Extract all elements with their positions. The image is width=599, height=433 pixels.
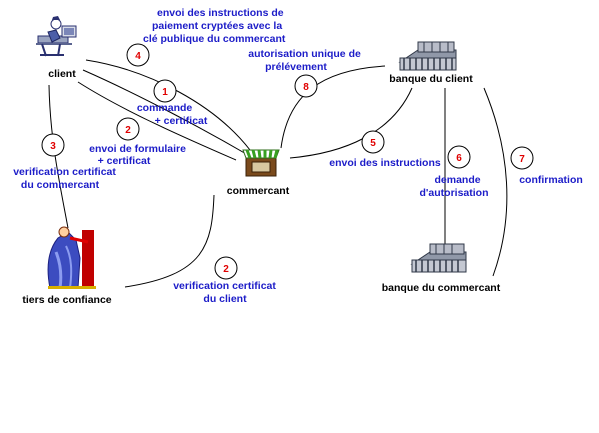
banque-commercant-node: banque du commercant bbox=[382, 243, 501, 294]
step-1-marker: 1 bbox=[153, 79, 177, 103]
edge-banque-client-banque-commercant-7 bbox=[483, 87, 508, 277]
step-2a-label: envoi de formulaire + certificat bbox=[89, 143, 189, 167]
step-7-label: confirmation bbox=[519, 174, 583, 186]
step-labels: envoi des instructions de paiement crypt… bbox=[13, 7, 583, 305]
banque-client-node: banque du client bbox=[389, 41, 473, 85]
step-2a-label-line-1: envoi de formulaire bbox=[89, 143, 186, 155]
banque-commercant-label: banque du commercant bbox=[382, 282, 501, 294]
step-6-label-line-1: demande bbox=[434, 174, 480, 186]
step-5-marker: 5 bbox=[361, 130, 385, 154]
step-2b-marker: 2 bbox=[214, 256, 238, 280]
step-5-label: envoi des instructions bbox=[329, 157, 441, 169]
step-2b-number: 2 bbox=[223, 264, 229, 275]
step-2b-label: verification certificat du client bbox=[173, 280, 279, 305]
step-2a-marker: 2 bbox=[116, 117, 140, 141]
step-6-marker: 6 bbox=[447, 145, 471, 169]
step-6-label-line-2: d'autorisation bbox=[420, 187, 489, 199]
step-8-number: 8 bbox=[303, 82, 309, 93]
step-1-number: 1 bbox=[162, 87, 168, 98]
step-8-label-line-2: prélévement bbox=[265, 61, 327, 73]
shop-icon bbox=[242, 149, 280, 177]
step-7-number: 7 bbox=[519, 154, 525, 165]
step-4-marker: 4 bbox=[126, 43, 150, 67]
step-4-label-line-2: paiement cryptées avec la bbox=[152, 20, 282, 32]
commercant-node: commercant bbox=[227, 149, 290, 197]
trusted-third-party-icon bbox=[47, 226, 96, 289]
step-8-label-line-1: autorisation unique de bbox=[248, 48, 361, 60]
step-5-label-line-1: envoi des instructions bbox=[329, 157, 441, 169]
commercant-label: commercant bbox=[227, 185, 290, 197]
step-3-label-line-2: du commercant bbox=[21, 179, 100, 191]
client-label: client bbox=[48, 68, 76, 80]
step-2b-label-line-1: verification certificat bbox=[173, 280, 276, 292]
step-4-label-line-3: clé publique du commercant bbox=[143, 33, 286, 45]
client-node: client bbox=[36, 16, 77, 80]
bank-building-icon bbox=[398, 41, 457, 71]
edge-client-commercant-1 bbox=[82, 69, 249, 156]
step-1-label: commande + certificat bbox=[137, 102, 208, 127]
step-2a-label-line-2: + certificat bbox=[98, 155, 151, 167]
step-7-marker: 7 bbox=[510, 146, 534, 170]
computer-user-icon bbox=[36, 16, 77, 57]
step-3-number: 3 bbox=[50, 141, 56, 152]
bank-building-icon bbox=[410, 243, 467, 273]
step-4-label: envoi des instructions de paiement crypt… bbox=[143, 7, 287, 45]
step-8-marker: 8 bbox=[294, 74, 318, 98]
step-6-number: 6 bbox=[456, 153, 462, 164]
step-3-label: verification certificat du commercant bbox=[13, 166, 119, 191]
edge-client-commercant-2 bbox=[77, 81, 237, 161]
step-8-label: autorisation unique de prélévement bbox=[248, 48, 364, 73]
tiers-label: tiers de confiance bbox=[22, 294, 111, 306]
edge-client-tiers-3 bbox=[48, 84, 69, 229]
step-2b-label-line-2: du client bbox=[203, 293, 247, 305]
step-3-marker: 3 bbox=[41, 133, 65, 157]
step-3-label-line-1: verification certificat bbox=[13, 166, 116, 178]
step-markers: 4 1 2 3 8 5 6 7 bbox=[41, 43, 534, 280]
step-1-label-line-2: + certificat bbox=[155, 115, 208, 127]
step-4-number: 4 bbox=[135, 51, 141, 62]
edge-client-commercant-4 bbox=[85, 59, 251, 151]
tiers-node: tiers de confiance bbox=[22, 226, 112, 306]
banque-client-label: banque du client bbox=[389, 73, 473, 85]
step-1-label-line-1: commande bbox=[137, 102, 193, 114]
edge-commercant-banque-client-5 bbox=[289, 87, 413, 159]
step-6-label: demande d'autorisation bbox=[420, 174, 489, 199]
step-2a-number: 2 bbox=[125, 125, 131, 136]
step-7-label-line-1: confirmation bbox=[519, 174, 583, 186]
step-4-label-line-1: envoi des instructions de bbox=[157, 7, 284, 19]
edge-commercant-tiers-2 bbox=[124, 194, 215, 288]
step-5-number: 5 bbox=[370, 138, 376, 149]
